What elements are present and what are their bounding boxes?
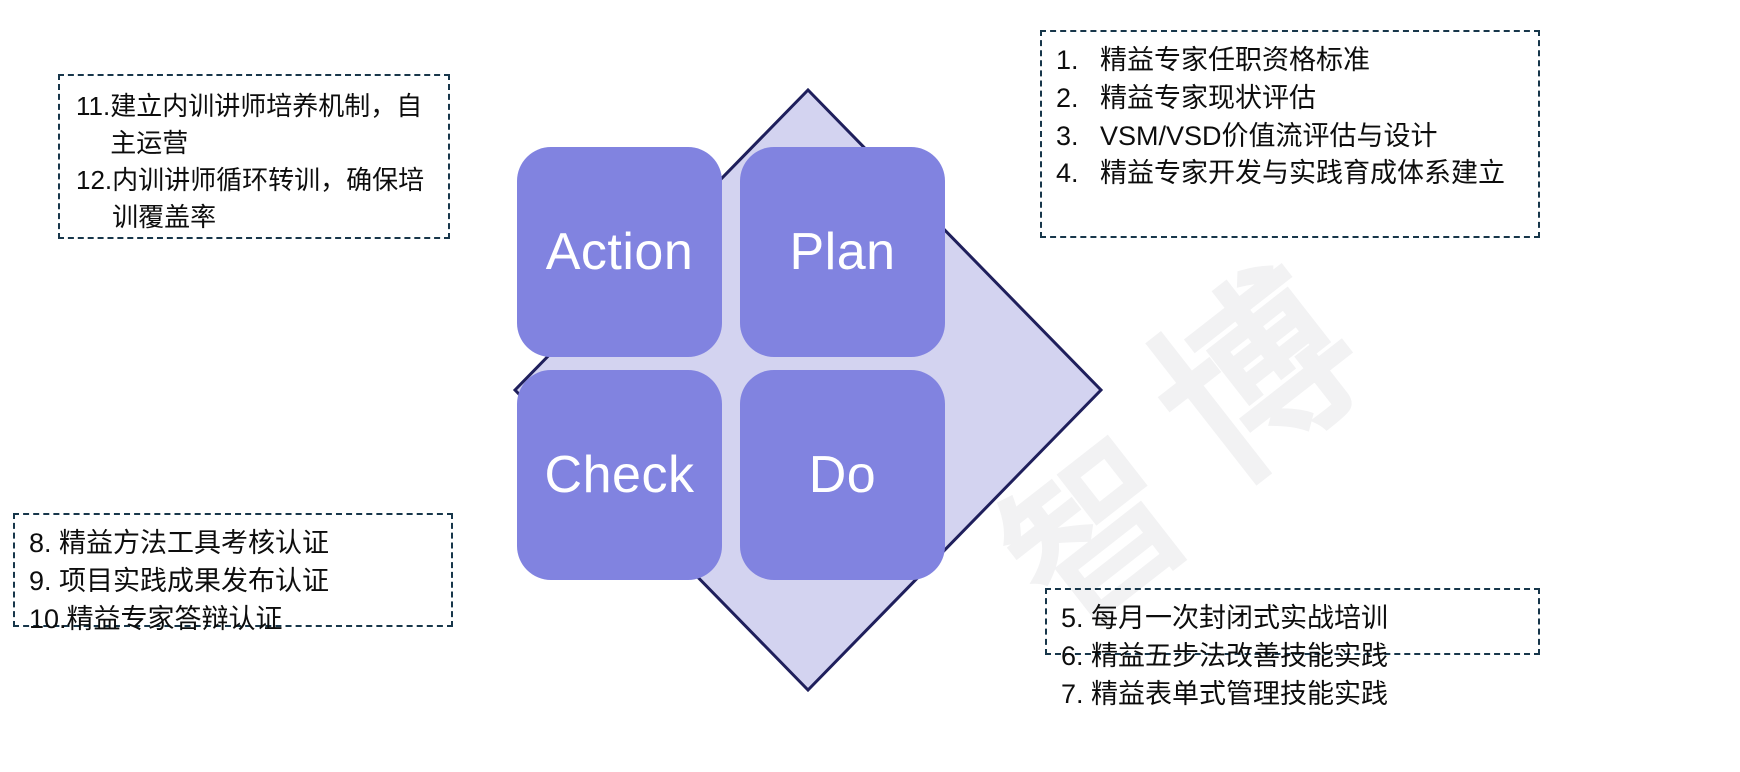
note-item-number: 8. xyxy=(29,528,60,558)
note-item-text: VSM/VSD价值流评估与设计 xyxy=(1100,120,1438,151)
quadrant-action[interactable]: Action xyxy=(517,147,722,357)
quadrant-do-label: Do xyxy=(808,446,877,504)
note-item-text: 精益专家任职资格标准 xyxy=(1100,45,1370,75)
note-item-number: 9. xyxy=(29,565,60,596)
note-item-text: 建立内训讲师培养机制，自主运营 xyxy=(110,91,423,158)
note-item-text: 项目实践成果发布认证 xyxy=(59,565,330,596)
quadrant-action-label: Action xyxy=(545,223,694,281)
note-item-text: 精益五步法改善技能实践 xyxy=(1091,640,1389,671)
note-item-text: 精益专家答辩认证 xyxy=(66,603,283,634)
note-item-text: 精益方法工具考核认证 xyxy=(59,528,330,558)
note-item-number: 10. xyxy=(29,603,67,634)
note-box-do[interactable]: 5. 每月一次封闭式实战培训 6. 精益五步法改善技能实践 7. 精益表单式管理… xyxy=(1045,588,1540,709)
note-item-text: 内训讲师循环转训，确保培训覆盖率 xyxy=(112,164,425,232)
quadrant-check-label: Check xyxy=(544,446,695,504)
note-item: 9. 项目实践成果发布认证 xyxy=(29,563,439,601)
note-item-number: 5. xyxy=(1061,603,1092,633)
note-item: 8. 精益方法工具考核认证 xyxy=(29,525,439,563)
note-item-number: 1. xyxy=(1056,45,1079,75)
note-item-number: 2. xyxy=(1056,82,1079,113)
note-item-number: 7. xyxy=(1061,678,1092,709)
note-item: 12. 内训讲师循环转训，确保培训覆盖率 xyxy=(76,162,438,236)
note-box-action[interactable]: 11. 建立内训讲师培养机制，自主运营 12. 内训讲师循环转训，确保培训覆盖率 xyxy=(58,74,450,239)
note-item-text: 精益专家开发与实践育成体系建立 xyxy=(1100,158,1505,189)
note-item-number: 12. xyxy=(76,164,113,195)
quadrant-plan-label: Plan xyxy=(789,223,896,281)
note-item: 3. VSM/VSD价值流评估与设计 xyxy=(1056,118,1526,156)
note-item-number: 11. xyxy=(76,91,111,121)
note-item: 4. 精益专家开发与实践育成体系建立 xyxy=(1056,155,1526,193)
quadrant-do[interactable]: Do xyxy=(740,370,945,580)
pdca-cycle-diagram: Action Plan Check Do xyxy=(455,70,1115,710)
note-item: 7. 精益表单式管理技能实践 xyxy=(1061,676,1526,714)
note-item-number: 4. xyxy=(1056,158,1079,189)
note-item-number: 6. xyxy=(1061,640,1092,671)
note-item: 10. 精益专家答辩认证 xyxy=(29,601,439,639)
note-item-text: 每月一次封闭式实战培训 xyxy=(1091,603,1389,633)
note-item: 6. 精益五步法改善技能实践 xyxy=(1061,638,1526,676)
note-item: 5. 每月一次封闭式实战培训 xyxy=(1061,600,1526,638)
quadrant-plan[interactable]: Plan xyxy=(740,147,945,357)
quadrant-check[interactable]: Check xyxy=(517,370,722,580)
note-item-text: 精益表单式管理技能实践 xyxy=(1091,678,1389,709)
watermark-glyph-1: 博 xyxy=(1117,233,1403,522)
note-box-plan[interactable]: 1. 精益专家任职资格标准 2. 精益专家现状评估 3. VSM/VSD价值流评… xyxy=(1040,30,1540,238)
note-box-check[interactable]: 8. 精益方法工具考核认证 9. 项目实践成果发布认证 10. 精益专家答辩认证 xyxy=(13,513,453,634)
note-item: 2. 精益专家现状评估 xyxy=(1056,80,1526,118)
note-item: 1. 精益专家任职资格标准 xyxy=(1056,42,1526,80)
note-item: 11. 建立内训讲师培养机制，自主运营 xyxy=(76,88,438,162)
note-item-number: 3. xyxy=(1056,120,1079,151)
note-item-text: 精益专家现状评估 xyxy=(1100,82,1316,113)
